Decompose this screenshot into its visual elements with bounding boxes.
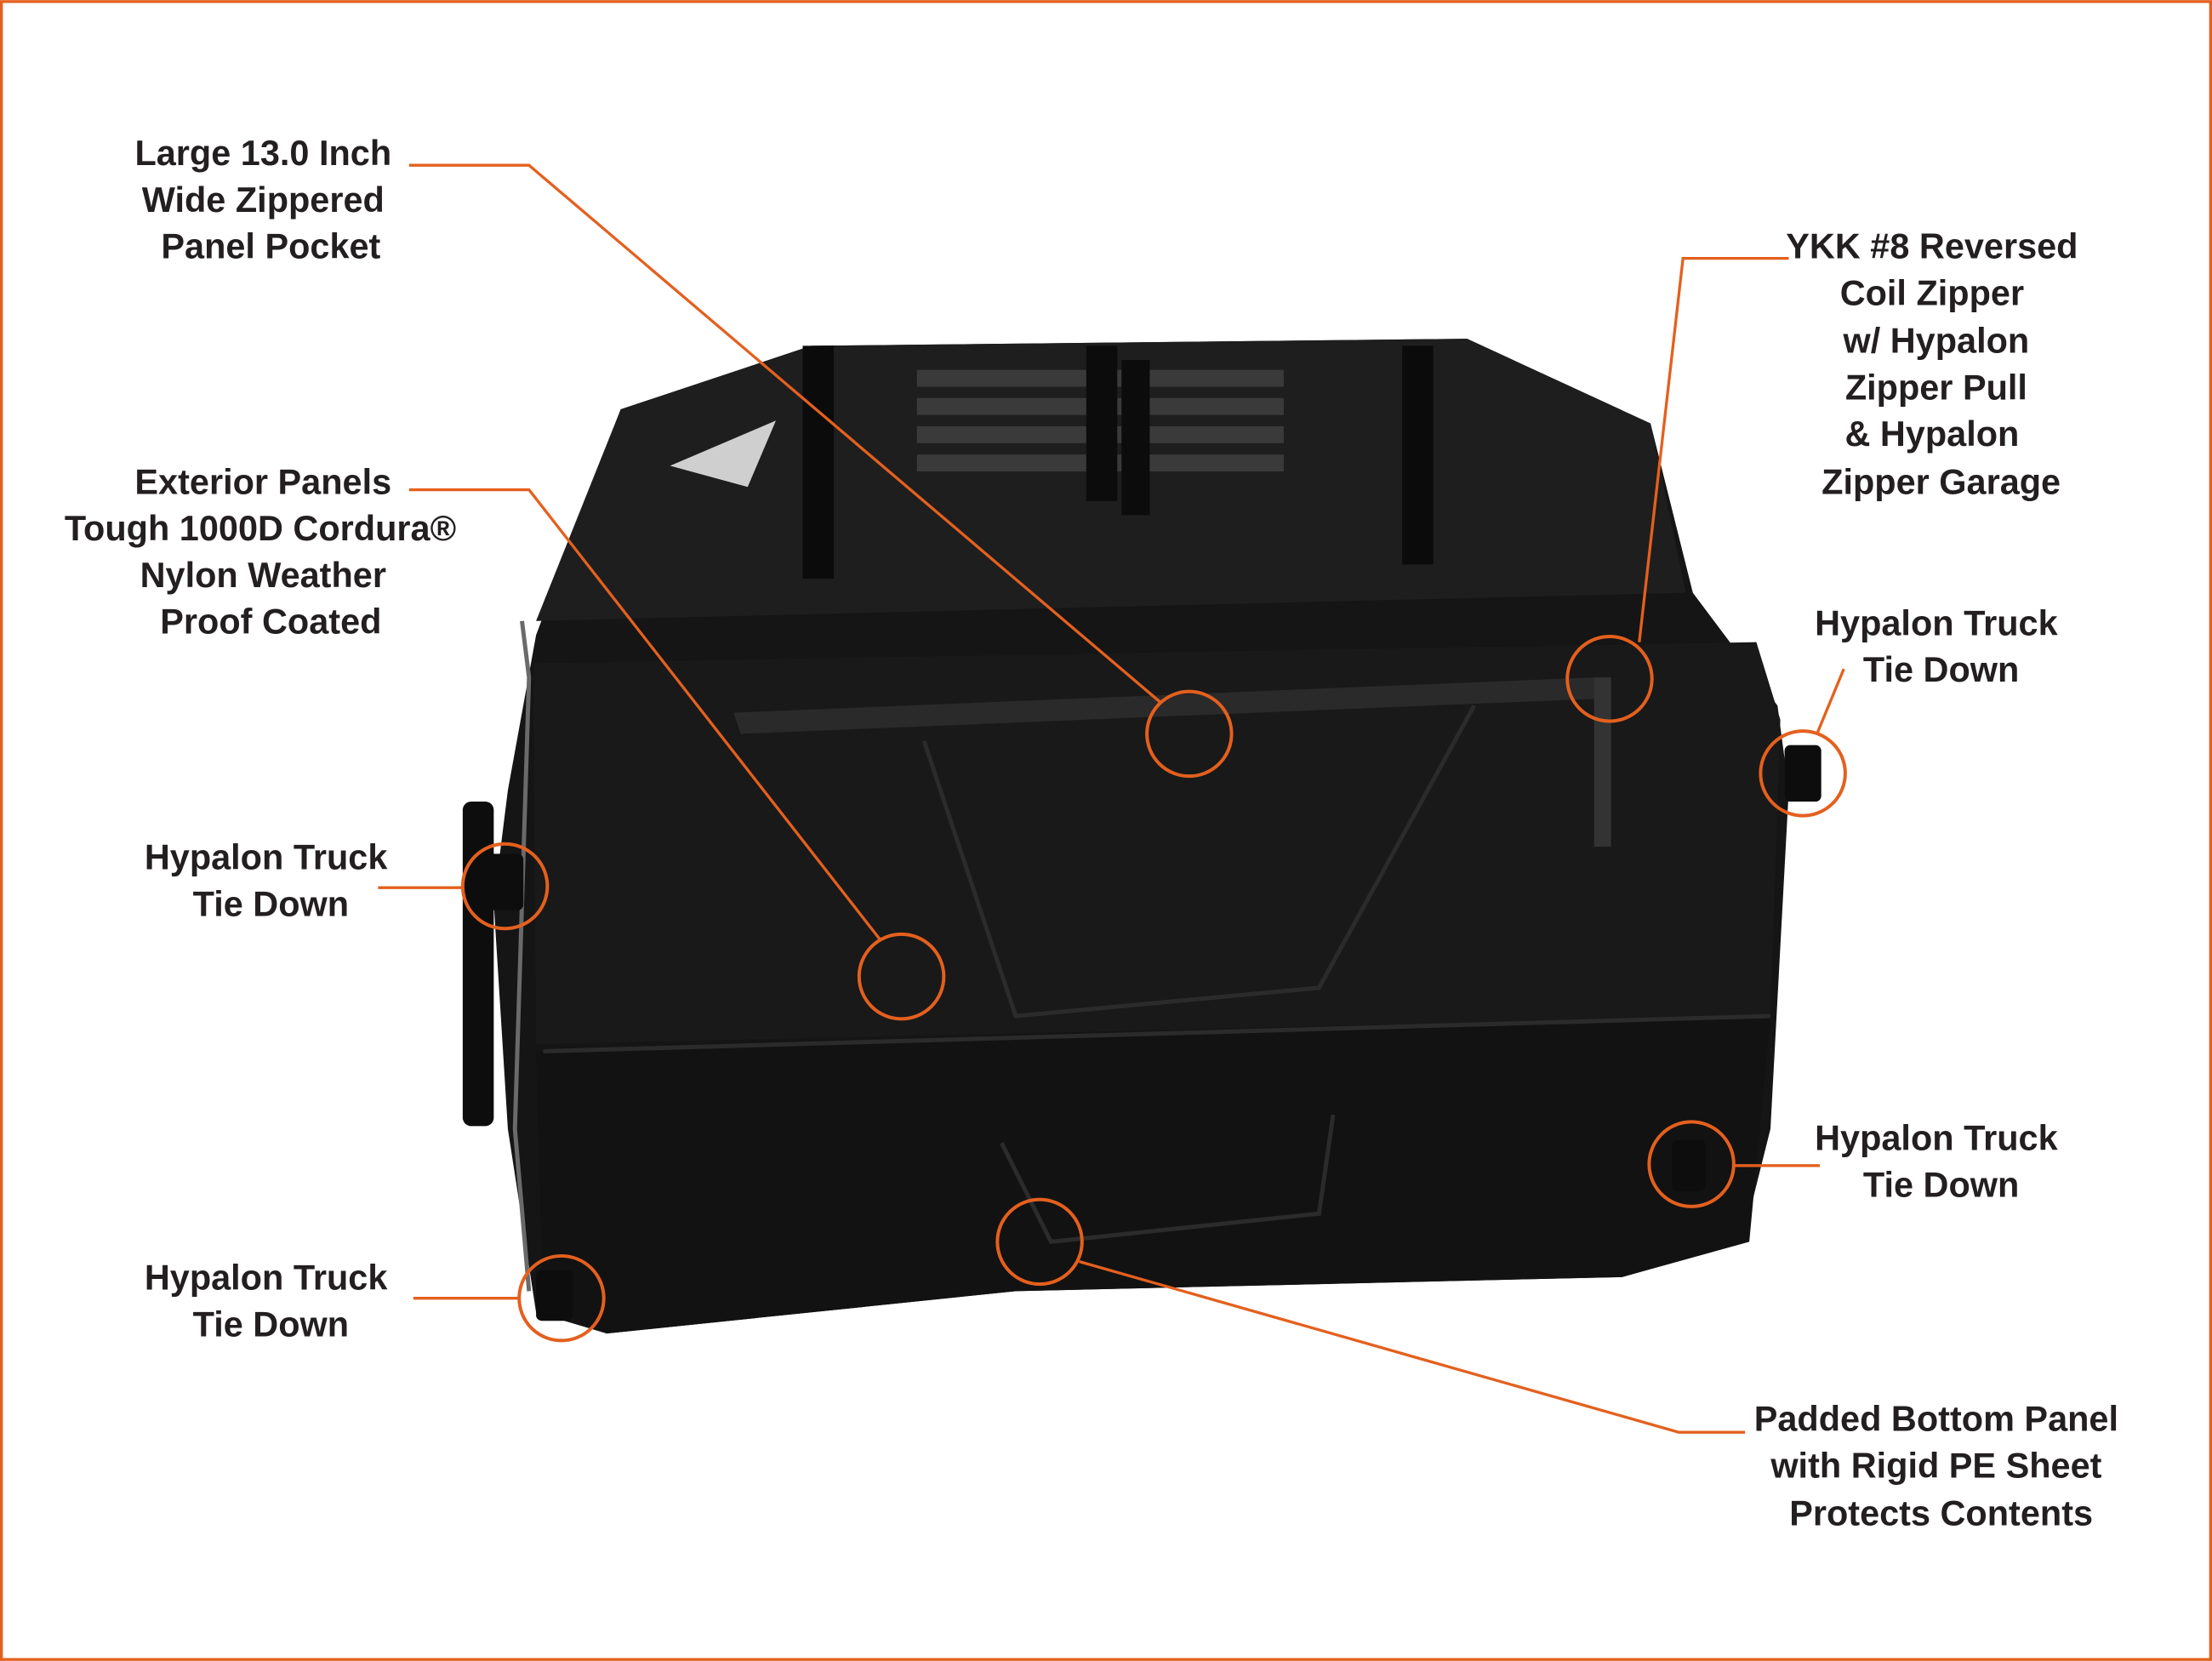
callout-ring xyxy=(857,932,946,1021)
label-bottom-panel: Padded Bottom Panel with Rigid PE Sheet … xyxy=(1754,1399,2129,1533)
leader-line xyxy=(1638,256,1789,642)
callout-ring xyxy=(460,842,550,931)
label-tie-down-left-top: Hypalon Truck Tie Down xyxy=(145,837,397,924)
callout-ring xyxy=(995,1197,1084,1287)
label-panel-pocket: Large 13.0 Inch Wide Zippered Panel Pock… xyxy=(134,133,401,265)
label-tie-down-right-top: Hypalon Truck Tie Down xyxy=(1815,602,2067,689)
leader-line xyxy=(1816,668,1845,735)
leader-line xyxy=(1079,1259,1746,1434)
label-tie-down-left-bottom: Hypalon Truck Tie Down xyxy=(145,1258,397,1344)
leader-line xyxy=(408,488,882,941)
backpack-image xyxy=(462,339,1821,1334)
callout-ring xyxy=(1759,729,1847,818)
label-tie-down-right-bottom: Hypalon Truck Tie Down xyxy=(1815,1118,2067,1205)
callout-ring xyxy=(1145,689,1234,779)
leader-line xyxy=(408,163,1162,705)
callout-leaders xyxy=(378,163,1847,1434)
brand-logo xyxy=(670,420,776,488)
label-zipper: YKK #8 Reversed Coil Zipper w/ Hypalon Z… xyxy=(1786,226,2088,502)
callout-ring xyxy=(1565,635,1654,723)
callout-ring xyxy=(1647,1120,1736,1208)
callout-ring xyxy=(517,1253,606,1343)
label-exterior-panels: Exterior Panels Tough 1000D Cordura® Nyl… xyxy=(65,462,466,642)
